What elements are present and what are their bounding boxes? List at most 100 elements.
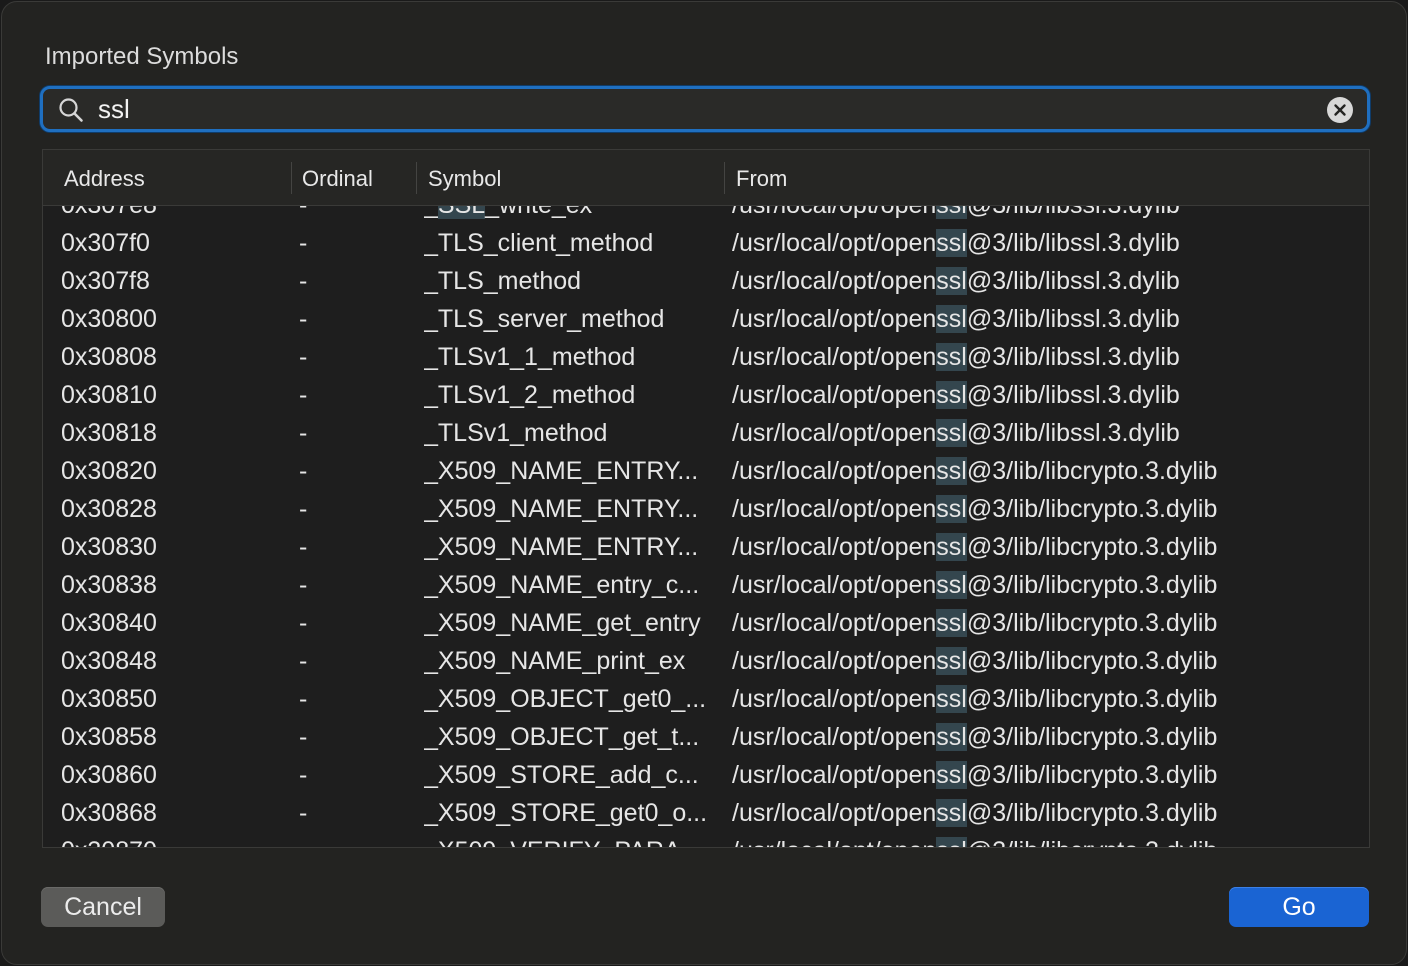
column-divider[interactable]: [416, 162, 417, 194]
symbol-cell: _TLSv1_2_method: [424, 381, 636, 409]
search-match-highlight: ssl: [936, 206, 967, 219]
table-row[interactable]: 0x307e8-_SSL_write_ex/usr/local/opt/open…: [43, 206, 1369, 224]
search-match-highlight: ssl: [936, 267, 967, 295]
table-row[interactable]: 0x307f8-_TLS_method/usr/local/opt/openss…: [43, 262, 1369, 300]
search-field[interactable]: [40, 86, 1370, 132]
from-cell: /usr/local/opt/openssl@3/lib/libcrypto.3…: [732, 723, 1218, 751]
ordinal-cell: -: [299, 647, 308, 675]
table-row[interactable]: 0x30830-_X509_NAME_ENTRY.../usr/local/op…: [43, 528, 1369, 566]
symbol-cell: _X509_STORE_get0_o...: [424, 799, 708, 827]
address-cell: 0x30800: [61, 305, 157, 333]
address-cell: 0x30810: [61, 381, 157, 409]
symbol-cell: _TLS_client_method: [424, 229, 654, 257]
from-cell: /usr/local/opt/openssl@3/lib/libssl.3.dy…: [732, 381, 1180, 409]
search-input[interactable]: [98, 93, 1298, 125]
column-header-symbol[interactable]: Symbol: [428, 166, 502, 191]
table-row[interactable]: 0x30818 - _TLSv1_method/usr/local/opt/open…: [43, 414, 1369, 452]
table-row[interactable]: 0x30800 - _TLS_server_method/usr/local/opt…: [43, 300, 1369, 338]
ordinal-cell: -: [299, 229, 308, 257]
table-rows: 0x307e8-_SSL_write_ex/usr/local/opt/open…: [43, 206, 1369, 847]
from-cell: /usr/local/opt/openssl@3/lib/libcrypto.3…: [732, 685, 1218, 713]
from-cell: /usr/local/opt/openssl@3/lib/libssl.3.dy…: [732, 419, 1180, 447]
from-cell: /usr/local/opt/openssl@3/lib/libssl.3.dy…: [732, 305, 1180, 333]
table-row[interactable]: 0x30838-_X509_NAME_entry_c.../usr/local/…: [43, 566, 1369, 604]
column-header-from[interactable]: From: [736, 166, 788, 191]
table-row[interactable]: 0x30840-_X509_NAME_get_entry/usr/local/o…: [43, 604, 1369, 642]
address-cell: 0x30808: [61, 343, 157, 371]
from-cell: /usr/local/opt/openssl@3/lib/libcrypto.3…: [732, 457, 1218, 485]
address-cell: 0x30820: [61, 457, 157, 485]
address-cell: 0x30830: [61, 533, 157, 561]
ordinal-cell: -: [299, 609, 308, 637]
address-cell: 0x30828: [61, 495, 157, 523]
search-match-highlight: ssl: [936, 685, 967, 713]
symbols-table[interactable]: Address Ordinal Symbol From 0x307e8-_SSL…: [42, 149, 1370, 848]
symbol-cell: _X509_NAME_ENTRY...: [424, 457, 699, 485]
symbol-cell: _X509_OBJECT_get0_...: [424, 685, 707, 713]
column-divider[interactable]: [724, 162, 725, 194]
ordinal-cell: -: [299, 533, 308, 561]
cancel-button[interactable]: Cancel: [41, 887, 165, 927]
table-row[interactable]: 0x30848-_X509_NAME_print_ex/usr/local/op…: [43, 642, 1369, 680]
clear-search-icon[interactable]: [1327, 97, 1353, 123]
address-cell: 0x30848: [61, 647, 157, 675]
ordinal-cell: -: [299, 419, 308, 447]
search-match-highlight: ssl: [936, 571, 967, 599]
address-cell: 0x30860: [61, 761, 157, 789]
ordinal-cell: -: [299, 799, 308, 827]
table-row[interactable]: 0x30820-_X509_NAME_ENTRY.../usr/local/op…: [43, 452, 1369, 490]
table-row[interactable]: 0x30850-_X509_OBJECT_get0_.../usr/local/…: [43, 680, 1369, 718]
ordinal-cell: -: [299, 381, 308, 409]
search-match-highlight: ssl: [936, 495, 967, 523]
column-divider[interactable]: [291, 162, 292, 194]
from-cell: /usr/local/opt/openssl@3/lib/libcrypto.3…: [732, 495, 1218, 523]
table-row[interactable]: 0x30870-_X509_VERIFY_PARA.../usr/local/o…: [43, 832, 1369, 847]
column-header-address[interactable]: Address: [64, 166, 145, 191]
table-row[interactable]: 0x30858-_X509_OBJECT_get_t.../usr/local/…: [43, 718, 1369, 756]
address-cell: 0x307f0: [61, 229, 150, 257]
table-header: Address Ordinal Symbol From: [43, 150, 1369, 206]
table-row[interactable]: 0x30868 - _X509_STORE_get0_o... /usr/local/…: [43, 794, 1369, 832]
table-body[interactable]: 0x307e8-_SSL_write_ex/usr/local/opt/open…: [43, 206, 1369, 847]
search-match-highlight: ssl: [936, 457, 967, 485]
go-button[interactable]: Go: [1229, 887, 1369, 927]
ordinal-cell: -: [299, 832, 339, 847]
search-match-highlight: ssl: [936, 419, 967, 447]
search-match-highlight: ssl: [936, 647, 967, 675]
search-match-highlight: ssl: [936, 723, 967, 751]
ordinal-cell: -: [299, 723, 308, 751]
symbol-cell: _TLS_server_method: [424, 305, 665, 333]
symbol-cell: _TLSv1_method: [424, 419, 608, 447]
from-cell: /usr/local/opt/openssl@3/lib/libssl.3.dy…: [732, 343, 1180, 371]
ordinal-cell: -: [299, 495, 308, 523]
address-cell: 0x30838: [61, 571, 157, 599]
search-match-highlight: ssl: [936, 305, 967, 333]
symbol-cell: _X509_NAME_print_ex: [424, 647, 686, 675]
table-row[interactable]: 0x30860-_X509_STORE_add_c.../usr/local/o…: [43, 756, 1369, 794]
from-cell: /usr/local/opt/openssl@3/lib/libssl.3.dy…: [732, 229, 1180, 257]
address-cell: 0x307e8: [61, 206, 301, 224]
from-cell: /usr/local/opt/openssl@3/lib/libcrypto.3…: [732, 832, 1352, 847]
search-match-highlight: ssl: [936, 799, 967, 827]
ordinal-cell: -: [299, 267, 308, 295]
search-match-highlight: ssl: [936, 343, 967, 371]
symbol-cell: _TLSv1_1_method: [424, 343, 636, 371]
ordinal-cell: -: [299, 761, 308, 789]
address-cell: 0x30818: [61, 419, 157, 447]
ordinal-cell: -: [299, 305, 308, 333]
search-match-highlight: ssl: [936, 381, 967, 409]
search-match-highlight: ssl: [936, 229, 967, 257]
search-match-highlight: SSL: [437, 206, 486, 219]
table-row[interactable]: 0x30810 - _TLSv1_2_method/usr/local/opt/op…: [43, 376, 1369, 414]
address-cell: 0x30858: [61, 723, 157, 751]
address-cell: 0x30868: [61, 799, 157, 827]
from-cell: /usr/local/opt/openssl@3/lib/libcrypto.3…: [732, 609, 1218, 637]
address-cell: 0x30850: [61, 685, 157, 713]
table-row[interactable]: 0x30808 - _TLSv1_1_method/usr/local/opt/op…: [43, 338, 1369, 376]
from-cell: /usr/local/opt/openssl@3/lib/libcrypto.3…: [732, 799, 1218, 827]
ordinal-cell: -: [299, 343, 308, 371]
column-header-ordinal[interactable]: Ordinal: [302, 166, 373, 191]
table-row[interactable]: 0x30828-_X509_NAME_ENTRY.../usr/local/op…: [43, 490, 1369, 528]
table-row[interactable]: 0x307f0 - _TLS_client_method/usr/local/opt…: [43, 224, 1369, 262]
